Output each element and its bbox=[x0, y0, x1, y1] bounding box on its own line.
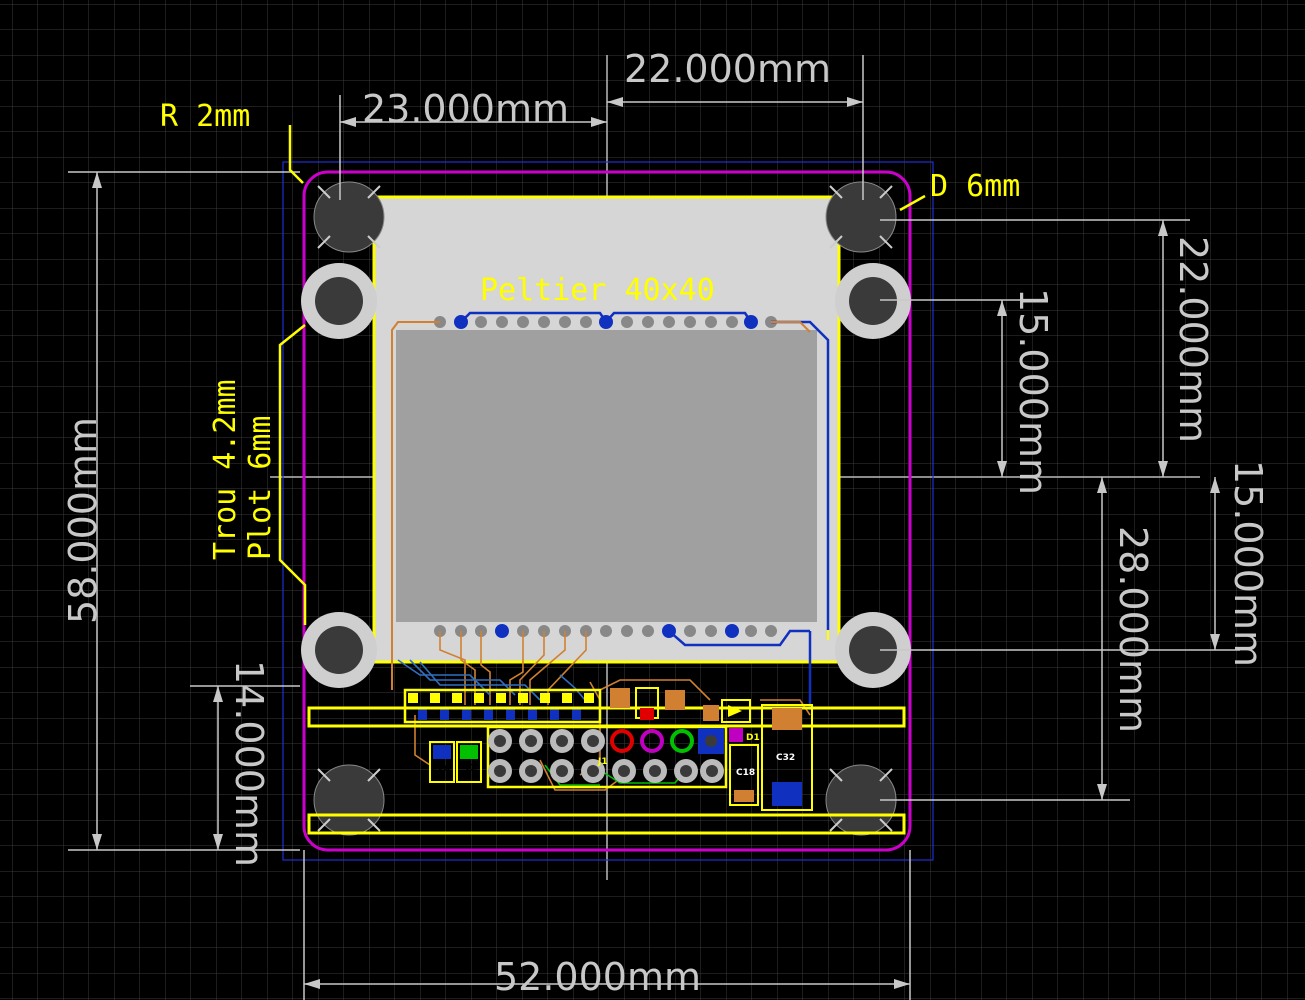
dim-right-inner: 15.000mm bbox=[1011, 288, 1055, 495]
j1-ref: J1 bbox=[597, 757, 608, 767]
hole-label-plot: Plot 6mm bbox=[243, 416, 278, 561]
c32-ref: C32 bbox=[776, 753, 795, 763]
mount-hole-bl bbox=[313, 764, 385, 836]
dim-top-left: 23.000mm bbox=[362, 87, 569, 131]
dim-bottom: 52.000mm bbox=[494, 955, 701, 999]
header-connector bbox=[403, 688, 602, 724]
dim-top-right: 22.000mm bbox=[624, 47, 831, 91]
dimension-lines bbox=[68, 55, 1240, 1000]
peltier-silkscreen bbox=[372, 195, 841, 664]
hole-label-trou: Trou 4.2mm bbox=[208, 379, 243, 560]
dim-right-lower-inner: 28.000mm bbox=[1111, 526, 1155, 733]
peltier-label: Peltier 40x40 bbox=[480, 273, 715, 308]
c18-ref: C18 bbox=[736, 768, 755, 778]
bottom-pin-row bbox=[434, 624, 829, 710]
d1-ref: D1 bbox=[746, 733, 760, 743]
annotation-leaders bbox=[278, 125, 926, 625]
dim-left-bottom: 14.000mm bbox=[227, 660, 271, 867]
dimension-arrows bbox=[92, 97, 1220, 989]
z1-ref: Z1 bbox=[464, 761, 477, 771]
dim-right-lower-outer: 15.000mm bbox=[1226, 460, 1270, 667]
corner-radius-note: R 2mm bbox=[160, 99, 250, 134]
smd-parts: R13 Z1 D1 C18 C32 bbox=[429, 687, 813, 811]
hole-diameter-note: D 6mm bbox=[930, 169, 1020, 204]
dim-left-total: 58.000mm bbox=[61, 417, 105, 624]
mounting-holes bbox=[313, 181, 897, 836]
peltier-window bbox=[396, 330, 817, 622]
board-outline bbox=[302, 170, 912, 852]
plot-holes bbox=[301, 263, 911, 688]
top-pin-row bbox=[391, 311, 830, 690]
keepout-outline bbox=[282, 161, 934, 861]
mount-hole-tr bbox=[825, 181, 897, 253]
through-hole-connector: J1 bbox=[486, 725, 728, 789]
r13-ref: R13 bbox=[431, 761, 450, 771]
dim-right-outer: 22.000mm bbox=[1171, 236, 1215, 443]
mount-hole-tl bbox=[313, 181, 385, 253]
